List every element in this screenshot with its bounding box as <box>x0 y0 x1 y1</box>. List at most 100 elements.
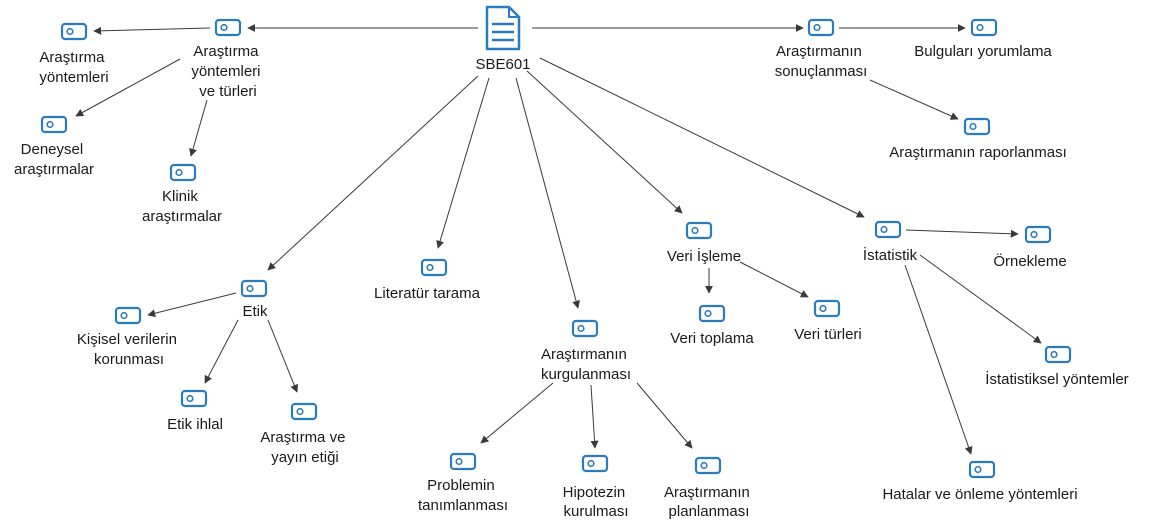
node-arastirmanin-raporlanmasi[interactable]: Araştırmanın raporlanması <box>889 117 1067 161</box>
node-label: Hipotezin kurulması <box>563 484 630 520</box>
node-label: Etik ihlal <box>167 416 223 433</box>
tag-icon <box>60 22 88 41</box>
label-line: Araştırma <box>193 43 259 60</box>
tag-icon <box>813 299 841 318</box>
edge-root-n13 <box>515 77 580 309</box>
tag-icon <box>694 456 722 475</box>
edge-root-n17 <box>526 70 683 214</box>
label-line: araştırmalar <box>14 161 94 178</box>
tag-icon <box>114 306 142 325</box>
node-hatalar-ve-onleme-yontemleri[interactable]: Hatalar ve önleme yöntemleri <box>882 460 1078 503</box>
edge-n13-n14 <box>480 382 554 444</box>
edge-n20-n21 <box>905 229 1019 238</box>
label-line: Literatür tarama <box>374 285 481 302</box>
label-line: Kişisel verilerin <box>77 331 177 348</box>
label-line: Problemin <box>427 477 495 494</box>
tag-icon <box>874 220 902 239</box>
label-line: Etik ihlal <box>167 416 223 433</box>
label-line: Örnekleme <box>993 252 1066 270</box>
connectors <box>75 24 1042 455</box>
node-label: Bulguları yorumlama <box>914 43 1052 60</box>
edge-n20-n22 <box>919 254 1042 344</box>
node-label: Araştırmanın sonuçlanması <box>775 43 868 80</box>
label-line: Hatalar ve önleme yöntemleri <box>882 486 1077 503</box>
tag-icon <box>581 454 609 473</box>
tag-icon <box>963 117 991 136</box>
node-etik[interactable]: Etik <box>240 279 268 320</box>
label-line: Araştırmanın <box>664 484 750 501</box>
node-label: İstatistik <box>863 246 918 264</box>
node-arastirma-ve-yayin-etigi[interactable]: Araştırma ve yayın etiği <box>260 402 349 466</box>
label-line: kurgulanması <box>541 366 631 383</box>
label-line: Hipotezin <box>563 484 626 501</box>
label-line: yöntemleri <box>39 69 108 86</box>
edge-root-n20 <box>539 57 865 218</box>
node-label: Araştırma ve yayın etiği <box>260 429 349 466</box>
tag-icon <box>240 279 268 298</box>
tag-icon <box>214 18 242 37</box>
label-line: Araştırma <box>39 49 105 66</box>
edge-n17-n19 <box>739 261 809 298</box>
tag-icon <box>420 258 448 277</box>
node-label: Örnekleme <box>993 252 1066 270</box>
node-label: Araştırma yöntemleri ve türleri <box>191 43 264 100</box>
edge-n1-n3 <box>75 58 181 117</box>
node-veri-toplama[interactable]: Veri toplama <box>670 304 754 347</box>
label-line: korunması <box>94 351 164 368</box>
node-label: Araştırmanın planlanması <box>664 484 754 520</box>
label-line: Etik <box>242 303 268 320</box>
node-arastirmanin-kurgulanmasi[interactable]: Araştırmanın kurgulanması <box>541 319 631 383</box>
tag-icon <box>40 115 68 134</box>
node-label: İstatistiksel yöntemler <box>985 370 1128 388</box>
edge-n1-n4 <box>189 99 208 157</box>
node-literatur-tarama[interactable]: Literatür tarama <box>374 258 481 302</box>
edge-n8-n9 <box>147 292 237 318</box>
node-kisisel-verilerin-korunmasi[interactable]: Kişisel verilerin korunması <box>77 306 181 368</box>
tag-icon <box>290 402 318 421</box>
label-line: Veri İşleme <box>667 247 741 265</box>
tag-icon <box>169 163 197 182</box>
label-line: araştırmalar <box>142 208 222 225</box>
root-node[interactable]: SBE601 <box>475 5 531 73</box>
node-label: Literatür tarama <box>374 285 481 302</box>
tag-icon <box>698 304 726 323</box>
node-label: Kişisel verilerin korunması <box>77 331 181 368</box>
label-line: Araştırmanın raporlanması <box>889 144 1067 161</box>
node-istatistiksel-yontemler[interactable]: İstatistiksel yöntemler <box>985 345 1129 388</box>
tag-icon <box>968 460 996 479</box>
node-veri-turleri[interactable]: Veri türleri <box>794 299 862 343</box>
node-label: Araştırmanın raporlanması <box>889 144 1067 161</box>
node-klinik-arastirmalar[interactable]: Klinik araştırmalar <box>142 163 222 225</box>
tag-icon <box>807 18 835 37</box>
node-label: Hatalar ve önleme yöntemleri <box>882 486 1077 503</box>
node-deneysel-arastirmalar[interactable]: Deneysel araştırmalar <box>14 115 94 178</box>
node-arastirma-yontemleri-ve-turleri[interactable]: Araştırma yöntemleri ve türleri <box>191 18 264 100</box>
node-arastirmanin-planlanmasi[interactable]: Araştırmanın planlanması <box>664 456 754 520</box>
tag-icon <box>449 452 477 471</box>
node-arastirma-yontemleri[interactable]: Araştırma yöntemleri <box>39 22 109 86</box>
tag-icon <box>970 18 998 37</box>
node-problemin-tanimlanmasi[interactable]: Problemin tanımlanması <box>418 452 508 514</box>
edge-n13-n16 <box>636 382 693 449</box>
node-etik-ihlal[interactable]: Etik ihlal <box>167 389 223 433</box>
node-veri-isleme[interactable]: Veri İşleme <box>667 221 741 265</box>
root-label: SBE601 <box>475 56 530 73</box>
node-bulgulari-yorumlama[interactable]: Bulguları yorumlama <box>914 18 1052 60</box>
label-line: ve türleri <box>199 83 257 100</box>
node-label: Etik <box>242 303 268 320</box>
node-arastirmanin-sonuclanmasi[interactable]: Araştırmanın sonuçlanması <box>775 18 868 80</box>
tag-icon <box>685 221 713 240</box>
node-label: Araştırmanın kurgulanması <box>541 346 631 383</box>
label-line: planlanması <box>669 503 750 520</box>
node-label: Araştırma yöntemleri <box>39 49 108 86</box>
node-istatistik[interactable]: İstatistik <box>863 220 918 264</box>
tag-icon <box>1044 345 1072 364</box>
label-line: kurulması <box>563 503 628 520</box>
tag-icon <box>1024 225 1052 244</box>
node-hipotezin-kurulmasi[interactable]: Hipotezin kurulması <box>563 454 630 520</box>
label-line: Araştırmanın <box>541 346 627 363</box>
label-line: Deneysel <box>21 141 84 158</box>
label-line: Veri türleri <box>794 326 862 343</box>
node-ornekleme[interactable]: Örnekleme <box>993 225 1067 270</box>
